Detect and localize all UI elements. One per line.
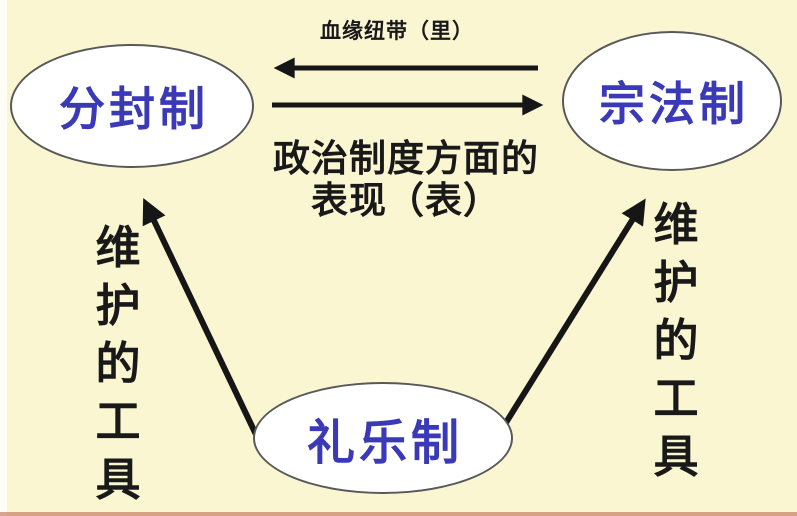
arrow-liyue-to-fenfeng (142, 198, 263, 445)
label-political-line2: 表现（表） (311, 179, 501, 222)
label-political-manifestation: 政治制度方面的 表现（表） (250, 138, 562, 222)
label-blood-tie: 血缘纽带（里） (320, 19, 474, 43)
node-label-fenfengzhi: 分封制 (59, 82, 209, 136)
node-ellipse-fenfengzhi: 分封制 (10, 44, 254, 168)
label-left-maintenance-tool: 维护的工具 (95, 221, 141, 506)
label-political-line1: 政治制度方面的 (273, 137, 539, 180)
node-ellipse-liyuezhi: 礼乐制 (253, 382, 513, 494)
arrow-liyue-to-zongfa (494, 198, 646, 439)
bottom-edge-line (0, 512, 797, 516)
left-edge-strip (0, 0, 7, 516)
node-label-zongfazhi: 宗法制 (599, 77, 749, 131)
node-label-liyuezhi: 礼乐制 (306, 415, 463, 471)
node-ellipse-zongfazhi: 宗法制 (562, 31, 782, 171)
label-right-maintenance-tool: 维护的工具 (653, 198, 699, 483)
